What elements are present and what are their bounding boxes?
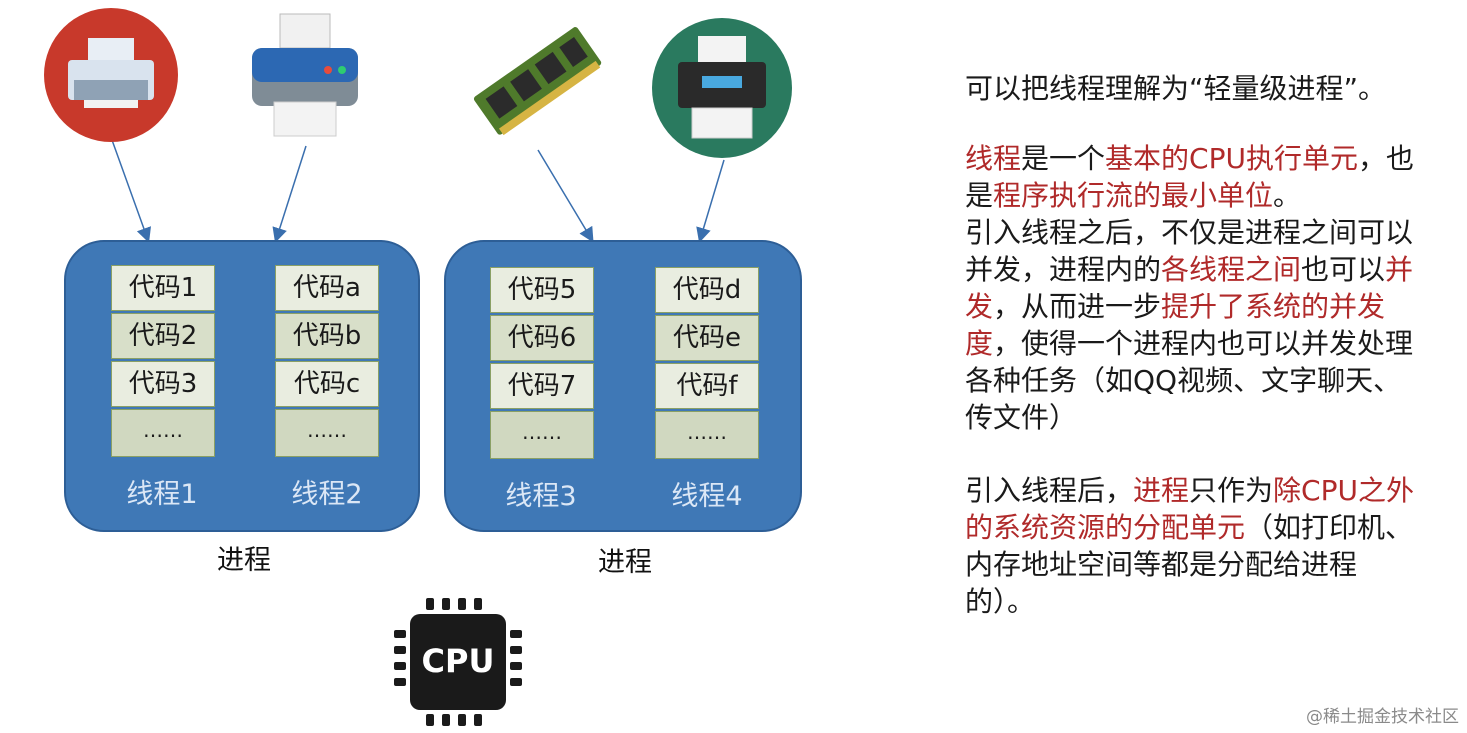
highlight-text: 除CPU之外的系统资源的分配单元 bbox=[965, 474, 1414, 544]
highlight-text: 并发 bbox=[965, 253, 1414, 323]
text-span: 是一个 bbox=[1021, 142, 1106, 175]
code-block-ellipsis: …… bbox=[655, 411, 759, 459]
watermark: @稀土掘金技术社区 bbox=[1306, 707, 1459, 727]
printer-icon bbox=[44, 8, 178, 142]
thread-label: 线程2 bbox=[291, 479, 363, 510]
text-span: ，也是 bbox=[965, 142, 1414, 212]
thread-column: 代码5 代码6 代码7 …… bbox=[490, 267, 594, 461]
code-block: 代码2 bbox=[111, 313, 215, 359]
arrow-printer1-thread1 bbox=[111, 139, 151, 243]
cpu-label: CPU bbox=[421, 642, 495, 680]
text-span: 引入线程后， bbox=[965, 474, 1134, 507]
arrow-printer2-thread2 bbox=[272, 145, 307, 243]
text-span: ，使得一个进程内也可以并发处理各种任务（如QQ视频、文字聊天、传文件） bbox=[965, 327, 1414, 434]
text-span: （如打印机、内存地址空间等都是分配给进程的）。 bbox=[965, 511, 1414, 618]
text-span: 。 bbox=[1273, 179, 1302, 212]
highlight-text: 线程 bbox=[965, 142, 1022, 175]
code-block: 代码f bbox=[655, 363, 759, 409]
description-paragraph-4: 引入线程后，进程只作为除CPU之外的系统资源的分配单元（如打印机、内存地址空间等… bbox=[965, 472, 1425, 620]
code-block-ellipsis: …… bbox=[490, 411, 594, 459]
text-span: 也可以 bbox=[1301, 253, 1386, 286]
text-span: 引入线程之后，不仅是进程之间可以并发，进程内的 bbox=[965, 216, 1414, 286]
highlight-text: 进程 bbox=[1133, 474, 1190, 507]
highlight-text: 各线程之间 bbox=[1161, 253, 1302, 286]
cpu-chip: CPU bbox=[410, 614, 506, 710]
thread-column: 代码d 代码e 代码f …… bbox=[655, 267, 759, 461]
thread-label: 线程3 bbox=[505, 481, 577, 512]
printer-icon bbox=[246, 12, 364, 142]
code-block: 代码c bbox=[275, 361, 379, 407]
highlight-text: 基本的CPU执行单元 bbox=[1105, 142, 1358, 175]
thread-label: 线程1 bbox=[126, 479, 198, 510]
code-block: 代码a bbox=[275, 265, 379, 311]
text-span: ，从而进一步 bbox=[993, 290, 1162, 323]
process-label: 进程 bbox=[598, 547, 652, 578]
thread-label: 线程4 bbox=[671, 481, 743, 512]
code-block: 代码3 bbox=[111, 361, 215, 407]
text-span: 只作为 bbox=[1189, 474, 1274, 507]
code-block: 代码7 bbox=[490, 363, 594, 409]
arrow-printer3-thread4 bbox=[696, 159, 725, 243]
code-block: 代码6 bbox=[490, 315, 594, 361]
description-paragraph-1: 可以把线程理解为“轻量级进程”。 bbox=[965, 70, 1425, 107]
code-block: 代码d bbox=[655, 267, 759, 313]
code-block: 代码e bbox=[655, 315, 759, 361]
code-block-ellipsis: …… bbox=[111, 409, 215, 457]
code-block: 代码5 bbox=[490, 267, 594, 313]
description-paragraph-3: 引入线程之后，不仅是进程之间可以并发，进程内的各线程之间也可以并发，从而进一步提… bbox=[965, 214, 1425, 436]
printer-icon bbox=[652, 18, 792, 158]
description-paragraph-2: 线程是一个基本的CPU执行单元，也是程序执行流的最小单位。 bbox=[965, 140, 1425, 214]
thread-column: 代码a 代码b 代码c …… bbox=[275, 265, 379, 459]
thread-column: 代码1 代码2 代码3 …… bbox=[111, 265, 215, 459]
code-block: 代码1 bbox=[111, 265, 215, 311]
memory-module-icon bbox=[470, 10, 605, 150]
highlight-text: 程序执行流的最小单位 bbox=[993, 179, 1274, 212]
arrow-memory-thread3 bbox=[537, 149, 594, 243]
code-block-ellipsis: …… bbox=[275, 409, 379, 457]
highlight-text: 提升了系统的并发度 bbox=[965, 290, 1386, 360]
process-label: 进程 bbox=[217, 545, 271, 576]
code-block: 代码b bbox=[275, 313, 379, 359]
text-span: 可以把线程理解为“轻量级进程”。 bbox=[965, 72, 1387, 105]
